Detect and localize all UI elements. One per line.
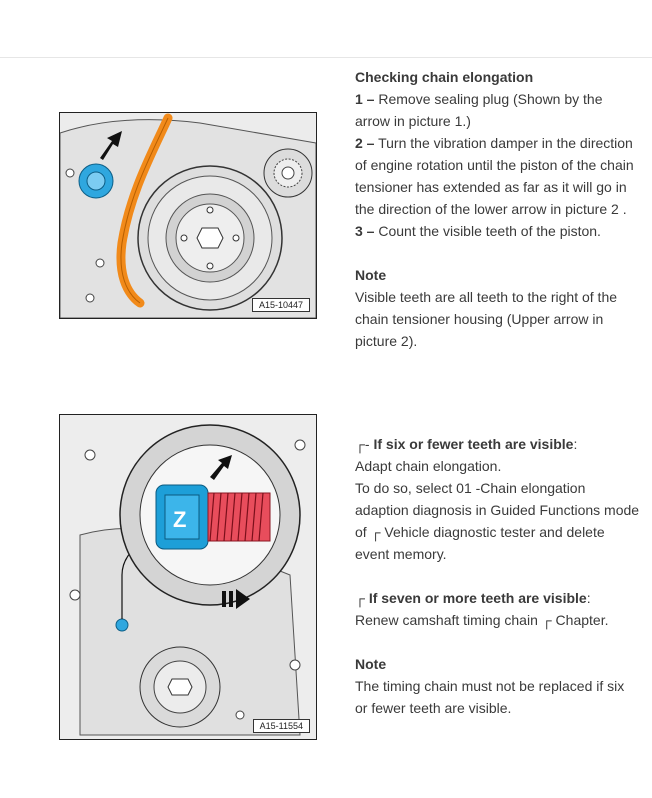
condition-six-or-fewer: ┌- If six or fewer teeth are visible: xyxy=(355,436,578,452)
condition-six-line2: To do so, select 01 -Chain elongation ad… xyxy=(355,480,640,562)
instructions-results: ┌- If six or fewer teeth are visible: Ad… xyxy=(355,433,640,719)
piston-glyph: Z xyxy=(173,507,186,532)
note-text: Visible teeth are all teeth to the right… xyxy=(355,289,618,349)
step-3: 3 – Count the visible teeth of the pisto… xyxy=(355,223,601,239)
figure-label: A15-10447 xyxy=(251,298,310,312)
step-1: 1 – Remove sealing plug (Shown by the ar… xyxy=(355,91,603,129)
engine-illustration-1 xyxy=(60,113,316,318)
note-heading: Note xyxy=(355,656,387,672)
figure-chain-tensioner-piston: Z A15-11554 xyxy=(59,414,317,740)
top-divider xyxy=(0,57,652,58)
section-heading: Checking chain elongation xyxy=(355,69,534,85)
condition-seven-or-more: ┌ If seven or more teeth are visible: xyxy=(355,590,591,606)
note-text: The timing chain must not be replaced if… xyxy=(355,678,625,716)
figure-remove-sealing-plug: A15-10447 xyxy=(59,112,317,319)
figure-label: A15-11554 xyxy=(252,719,310,733)
note-heading: Note xyxy=(355,267,387,283)
instructions-chain-elongation: Checking chain elongation 1 – Remove sea… xyxy=(355,66,640,352)
condition-seven-line1: Renew camshaft timing chain ┌ Chapter. xyxy=(355,612,609,628)
engine-illustration-2: Z xyxy=(60,415,316,739)
condition-six-line1: Adapt chain elongation. xyxy=(355,458,502,474)
step-2: 2 – Turn the vibration damper in the dir… xyxy=(355,135,634,217)
